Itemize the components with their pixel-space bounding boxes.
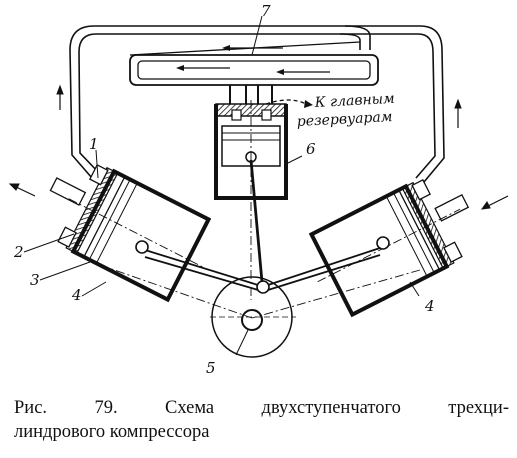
connecting-pipe [69, 25, 445, 183]
label-piston-4-left: 4 [71, 286, 82, 304]
high-pressure-cylinder [214, 100, 288, 300]
right-piston-pin [376, 236, 390, 250]
reservoir-outlet-arrow [265, 99, 313, 108]
connecting-rods [99, 159, 421, 319]
figure-caption: Рис. 79. Схема двухступенчатого трехци- … [14, 396, 509, 444]
label-valve-1: 1 [89, 135, 99, 153]
label-cylinder-6: 6 [306, 140, 316, 158]
left-piston-pin [135, 240, 149, 254]
label-crank-5: 5 [206, 359, 216, 377]
label-piston-4-right: 4 [424, 297, 435, 315]
caption-line-1: Рис. 79. Схема двухступенчатого трехци- [14, 398, 509, 418]
label-cylinder-3: 3 [30, 271, 40, 289]
left-low-pressure-cylinder [49, 164, 212, 303]
right-low-pressure-cylinder [308, 179, 470, 318]
reservoir-label-line2: резервуарам [296, 109, 392, 130]
label-valve-2: 2 [13, 243, 24, 261]
crankshaft [210, 276, 296, 358]
caption-line-2: линдрового компрессора [14, 422, 210, 442]
flow-arrows [8, 84, 509, 210]
label-intercooler-7: 7 [261, 2, 271, 20]
reservoir-label-line1: К главным [313, 91, 395, 111]
label-leaders [23, 15, 420, 356]
intercooler [129, 41, 379, 104]
compressor-schematic: 1 2 3 4 4 5 6 7 К главным резервуарам [8, 2, 509, 377]
